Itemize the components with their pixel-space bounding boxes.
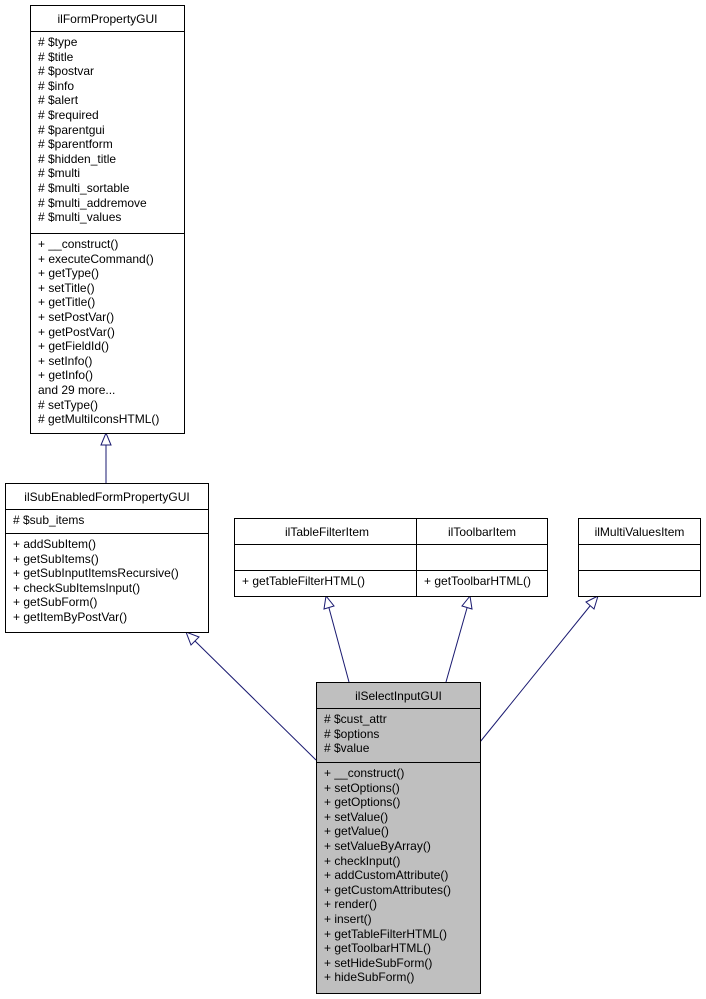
class-operation: + getSubForm() xyxy=(13,595,98,610)
class-operations: + __construct()+ setOptions()+ getOption… xyxy=(317,762,480,988)
class-operation: + getSubItems() xyxy=(13,551,99,566)
class-attributes: # $type# $title# $postvar# $info# $alert… xyxy=(31,32,184,233)
edge-select-to-subenabled xyxy=(194,640,317,761)
class-attribute: # $type xyxy=(38,35,78,49)
edge-select-to-toolbar xyxy=(445,607,468,683)
class-attributes xyxy=(579,545,700,570)
arrowhead xyxy=(100,431,112,446)
class-box-ilMultiValuesItem[interactable]: ilMultiValuesItem xyxy=(578,518,701,597)
class-operation: + setValueByArray() xyxy=(324,838,431,853)
class-attributes xyxy=(417,545,547,570)
class-operation: + executeCommand() xyxy=(38,251,154,266)
arrowhead xyxy=(585,595,599,610)
class-attribute: # $info xyxy=(38,78,75,93)
class-operation: + getFieldId() xyxy=(38,339,110,354)
class-operations: + __construct()+ executeCommand()+ getTy… xyxy=(31,233,184,430)
class-attribute: # $postvar xyxy=(38,64,95,79)
edge-select-to-multivalues xyxy=(479,605,591,743)
class-attributes: # $sub_items xyxy=(6,510,208,533)
class-operation: + addSubItem() xyxy=(13,537,97,551)
class-name[interactable]: ilSubEnabledFormPropertyGUI xyxy=(6,484,208,510)
class-operation: and 29 more... xyxy=(38,382,116,397)
class-operation: + __construct() xyxy=(324,766,405,780)
class-operations xyxy=(579,570,700,577)
class-operation: + getItemByPostVar() xyxy=(13,609,128,624)
arrowhead xyxy=(185,631,200,646)
class-operation: + setInfo() xyxy=(38,353,93,368)
class-operation: + getTitle() xyxy=(38,295,96,310)
class-operation: + setTitle() xyxy=(38,280,95,295)
class-operations: + getToolbarHTML() xyxy=(417,570,547,592)
class-operation: + getSubInputItemsRecursive() xyxy=(13,566,179,581)
class-operation: + setOptions() xyxy=(324,780,400,795)
class-attribute: # $multi_sortable xyxy=(38,180,130,195)
class-attribute: # $parentgui xyxy=(38,122,105,137)
class-operation: + setHideSubForm() xyxy=(324,955,433,970)
arrowhead xyxy=(323,594,335,610)
class-operation: + getPostVar() xyxy=(38,324,115,339)
class-attribute: # $required xyxy=(38,107,99,122)
class-box-ilSubEnabledFormPropertyGUI[interactable]: ilSubEnabledFormPropertyGUI # $sub_items +… xyxy=(5,483,209,633)
class-attributes: # $cust_attr# $options# $value xyxy=(317,709,480,762)
class-name[interactable]: ilTableFilterItem xyxy=(235,519,419,545)
class-name[interactable]: ilFormPropertyGUI xyxy=(31,6,184,32)
class-name[interactable]: ilMultiValuesItem xyxy=(579,519,700,545)
class-operation: + getTableFilterHTML() xyxy=(242,574,366,588)
class-operation: + insert() xyxy=(324,911,372,926)
class-operation: # setType() xyxy=(38,397,99,412)
class-attribute: # $hidden_title xyxy=(38,151,117,166)
class-operation: + checkInput() xyxy=(324,853,401,868)
class-attribute: # $options xyxy=(324,726,380,741)
class-operation: + setPostVar() xyxy=(38,309,115,324)
class-box-ilSelectInputGUI[interactable]: ilSelectInputGUI# $cust_attr# $options# … xyxy=(316,682,481,994)
class-operation: # getMultiIconsHTML() xyxy=(38,412,160,427)
class-box-ilTableFilterItem[interactable]: ilTableFilterItem + getTableFilterHTML() xyxy=(234,518,420,597)
class-operation: + addCustomAttribute() xyxy=(324,868,449,883)
class-operation: + getTableFilterHTML() xyxy=(324,926,448,941)
class-operation: + getToolbarHTML() xyxy=(324,941,432,956)
class-attribute: # $multi xyxy=(38,166,81,181)
class-attribute: # $multi_values xyxy=(38,210,122,225)
class-attribute: # $multi_addremove xyxy=(38,195,147,210)
class-attribute: # $title xyxy=(38,49,74,64)
class-operation: + setValue() xyxy=(324,809,389,824)
class-attribute: # $sub_items xyxy=(13,513,85,527)
arrowhead xyxy=(461,594,473,610)
class-operation: + __construct() xyxy=(38,237,119,251)
class-name[interactable]: ilSelectInputGUI xyxy=(317,683,480,709)
class-attribute: # $cust_attr xyxy=(324,712,387,726)
class-operation: + getInfo() xyxy=(38,368,94,383)
class-box-ilToolbarItem[interactable]: ilToolbarItem + getToolbarHTML() xyxy=(416,518,548,597)
class-operation: + getType() xyxy=(38,266,100,281)
class-box-ilFormPropertyGUI[interactable]: ilFormPropertyGUI# $type# $title# $postv… xyxy=(30,5,185,434)
class-attributes xyxy=(235,545,419,570)
class-name[interactable]: ilToolbarItem xyxy=(417,519,547,545)
class-attribute: # $value xyxy=(324,741,370,756)
class-operation: + getToolbarHTML() xyxy=(424,574,532,588)
class-operation: + getCustomAttributes() xyxy=(324,882,452,897)
class-operation: + hideSubForm() xyxy=(324,970,415,985)
class-operations: + addSubItem()+ getSubItems()+ getSubInp… xyxy=(6,533,208,628)
class-operations: + getTableFilterHTML() xyxy=(235,570,419,592)
class-attribute: # $alert xyxy=(38,93,79,108)
edge-select-to-tablefilter xyxy=(328,607,350,683)
class-operation: + checkSubItemsInput() xyxy=(13,580,141,595)
class-operation: + getOptions() xyxy=(324,795,401,810)
class-operation: + render() xyxy=(324,897,378,912)
class-operation: + getValue() xyxy=(324,824,389,839)
class-attribute: # $parentform xyxy=(38,137,113,152)
